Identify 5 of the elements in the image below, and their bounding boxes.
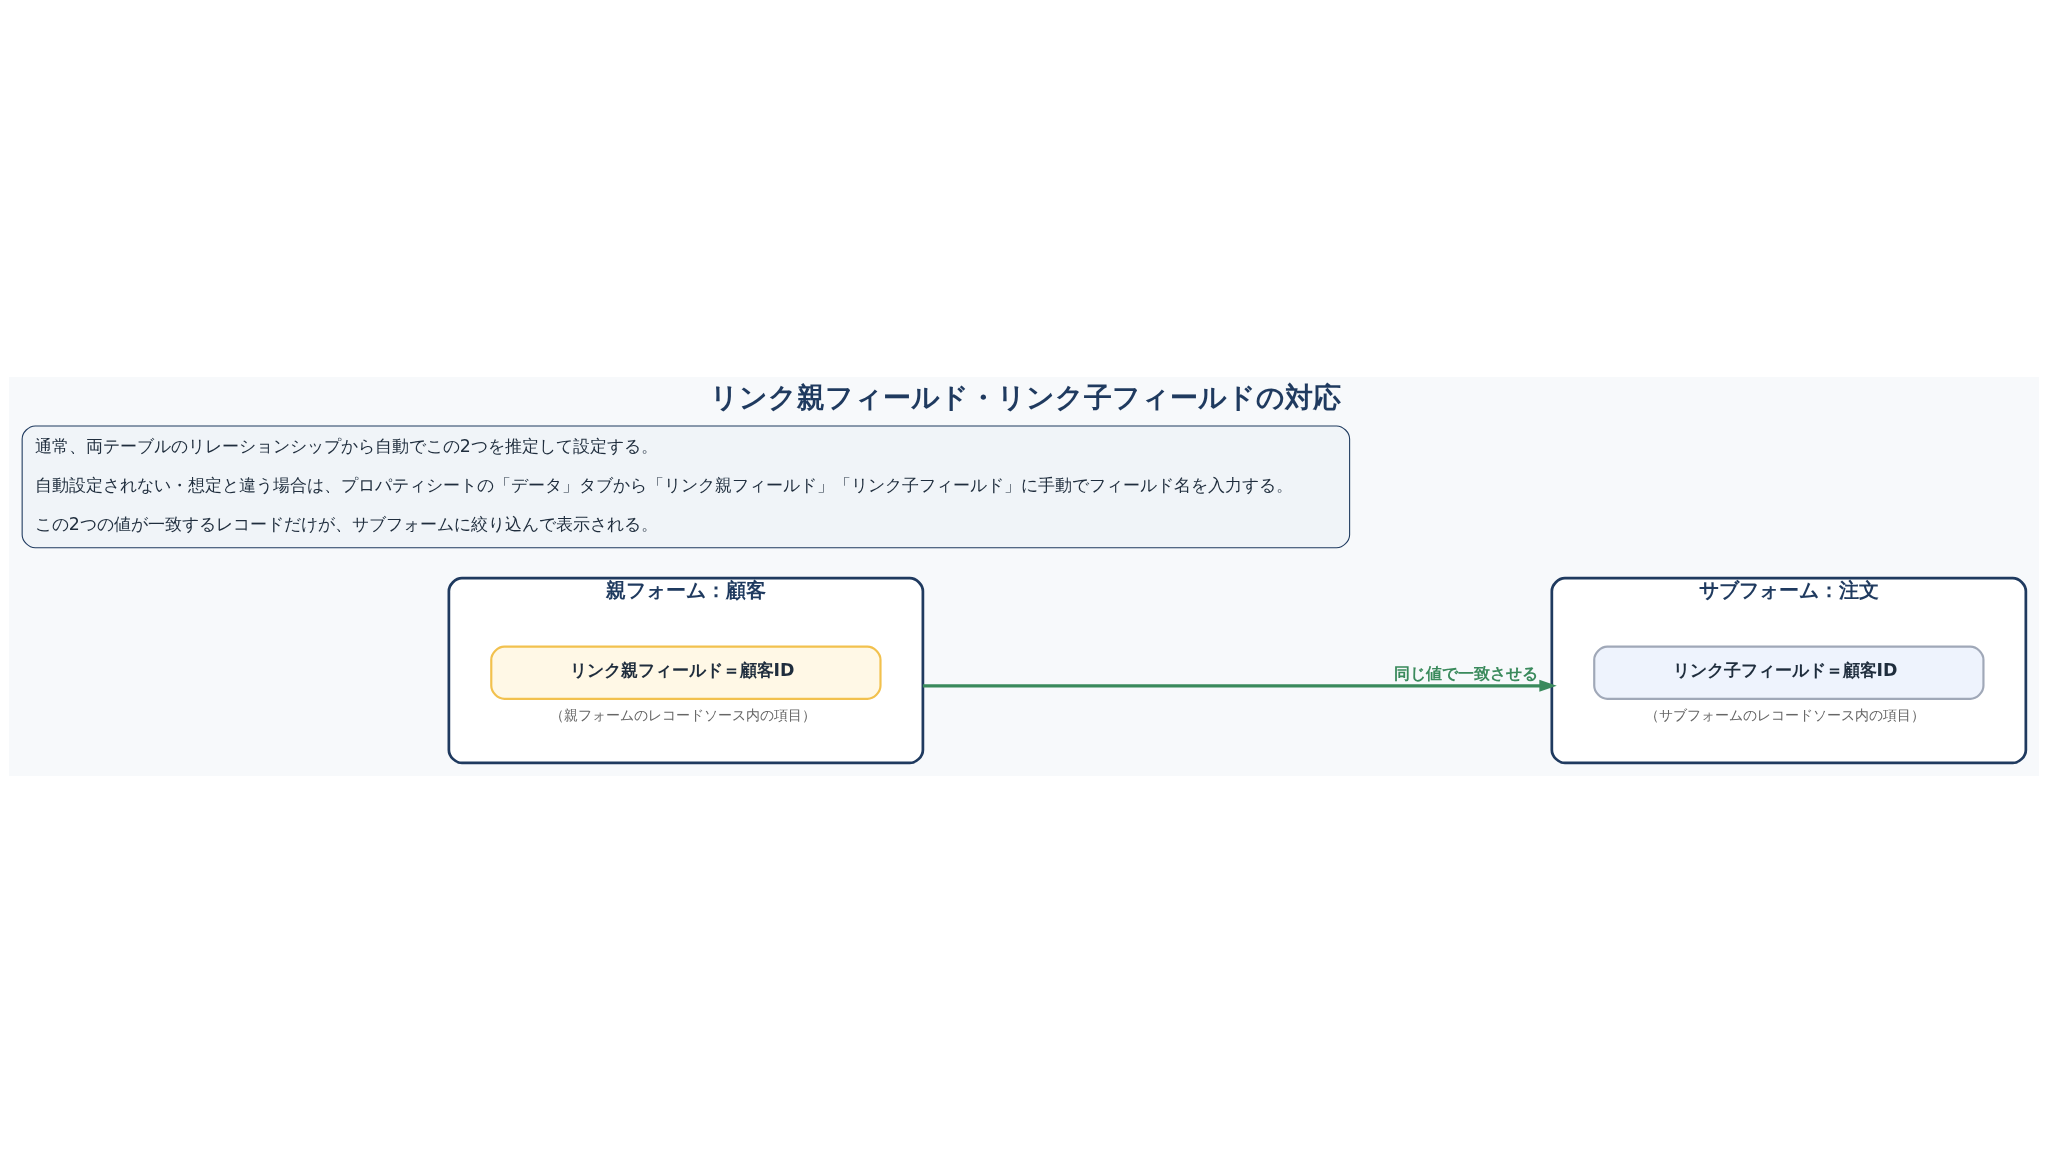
diagram-title: リンク親フィールド・リンク子フィールドの対応 [709, 380, 1341, 414]
node-label: （サブフォームのレコードソース内の項目） [1644, 706, 1925, 723]
arrow [922, 679, 1557, 692]
node-label: （親フォームのレコードソース内の項目） [549, 706, 816, 723]
edge-label: 同じ値で一致させる [1394, 663, 1539, 683]
